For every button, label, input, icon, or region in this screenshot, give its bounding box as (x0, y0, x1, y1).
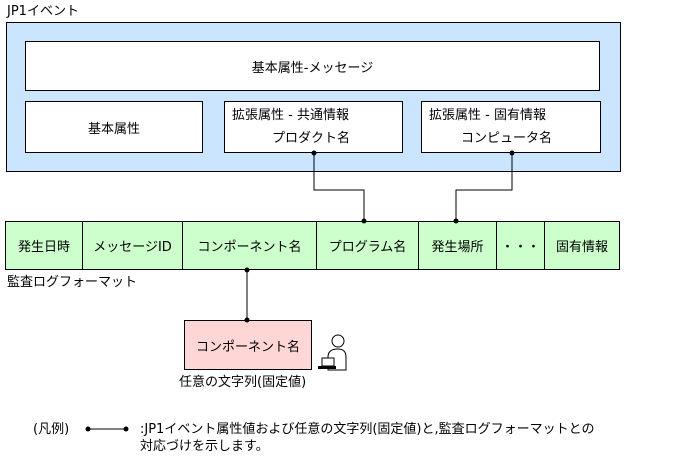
audit-cell-location: 発生場所 (419, 222, 497, 269)
user-at-computer-icon (318, 334, 347, 371)
audit-cell-component: コンポーネント名 (183, 222, 317, 269)
audit-cell-specific: 固有情報 (555, 240, 608, 255)
basic-attribute-label: 基本属性 (87, 121, 140, 137)
audit-cell-message-id: メッセージID (83, 222, 183, 269)
ext-specific-box: 拡張属性 - 固有情報 コンピュータ名 (421, 101, 601, 153)
fixed-string-box: コンポーネント名 (184, 320, 312, 370)
fixed-string-caption: 任意の文字列(固定値) (179, 375, 307, 390)
ext-specific-line2: コンピュータ名 (461, 131, 553, 146)
ext-common-box: 拡張属性 - 共通情報 プロダクト名 (224, 101, 403, 153)
jp1-event-title: JP1イベント (7, 4, 79, 19)
fixed-string-label: コンポーネント名 (195, 339, 300, 355)
ext-common-line2: プロダクト名 (272, 131, 351, 146)
basic-attribute-box: 基本属性 (25, 101, 203, 153)
ext-specific-line1: 拡張属性 - 固有情報 (429, 108, 546, 123)
ext-common-line1: 拡張属性 - 共通情報 (232, 108, 349, 123)
audit-cell-datetime: 発生日時 (6, 222, 83, 269)
audit-format-caption: 監査ログフォーマット (7, 275, 138, 290)
legend-prefix: (凡例) (33, 422, 70, 437)
legend-text-line1: :JP1イベント属性値および任意の文字列(固定値)と,監査ログフォーマットとの (140, 422, 595, 437)
audit-format-row: 発生日時 メッセージID コンポーネント名 プログラム名 発生場所 ・・・ 固有… (5, 221, 620, 270)
audit-cell-ellipsis: ・・・ (497, 222, 545, 269)
legend-text-line2: 対応づけを示します。 (140, 439, 269, 454)
message-attribute-box: 基本属性-メッセージ (25, 41, 600, 91)
message-attribute-label: 基本属性-メッセージ (251, 60, 374, 76)
audit-cell-program: プログラム名 (317, 222, 419, 269)
